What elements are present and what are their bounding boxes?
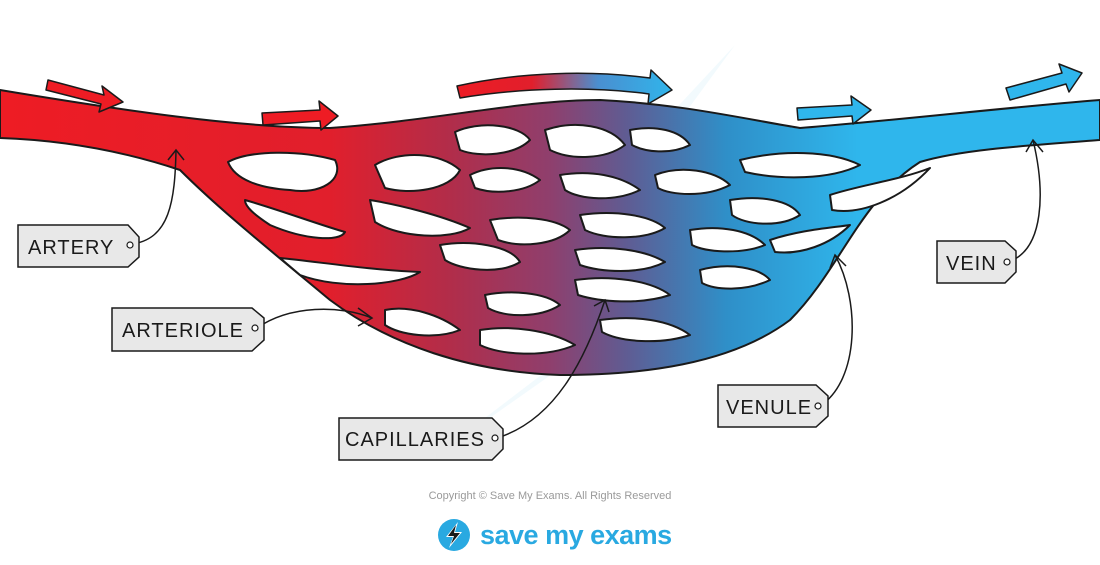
- artery-pointer: [130, 149, 177, 245]
- flow-arrow-icon: [456, 69, 673, 105]
- vein-label-text: VEIN: [946, 253, 997, 275]
- flow-arrow-icon: [45, 79, 124, 113]
- artery-pointer-arrowhead: [167, 148, 185, 161]
- flow-arrow-icon: [261, 100, 339, 131]
- vein-pointer-arrowhead: [1025, 138, 1044, 153]
- venule-pointer-arrowhead: [829, 253, 847, 269]
- capillaries-label-text: CAPILLARIES: [345, 429, 485, 451]
- vein-pointer: [1007, 139, 1041, 263]
- arteriole-label-text: ARTERIOLE: [122, 320, 244, 342]
- copyright-text: Copyright © Save My Exams. All Rights Re…: [428, 490, 672, 502]
- lightning-bolt-icon: [438, 519, 470, 551]
- capillaries-label: CAPILLARIES: [338, 417, 504, 461]
- venule-pointer: [819, 254, 853, 407]
- brand-logo: save my exams: [436, 515, 672, 555]
- arteriole-pointer: [256, 308, 373, 329]
- label-tags: ARTERY ARTERIOLE CAPILLARIES VENULE VEIN: [17, 224, 1017, 461]
- flow-arrows: [45, 63, 1083, 131]
- flow-arrow-icon: [796, 95, 872, 125]
- vessel-network: [0, 89, 1100, 376]
- artery-label: ARTERY: [17, 224, 140, 268]
- arteriole-pointer-arrowhead: [357, 307, 374, 327]
- pointer-lines: [130, 138, 1044, 439]
- vein-label: VEIN: [936, 240, 1017, 284]
- capillaries-pointer-arrowhead: [593, 298, 610, 313]
- flow-arrow-icon: [1005, 63, 1083, 101]
- venule-label-text: VENULE: [726, 397, 812, 419]
- artery-label-text: ARTERY: [28, 237, 114, 259]
- capillaries-pointer: [496, 299, 606, 439]
- capillary-gaps: [227, 124, 931, 355]
- venule-label: VENULE: [717, 384, 829, 428]
- brand-name: save my exams: [480, 519, 672, 550]
- arteriole-label: ARTERIOLE: [111, 307, 265, 352]
